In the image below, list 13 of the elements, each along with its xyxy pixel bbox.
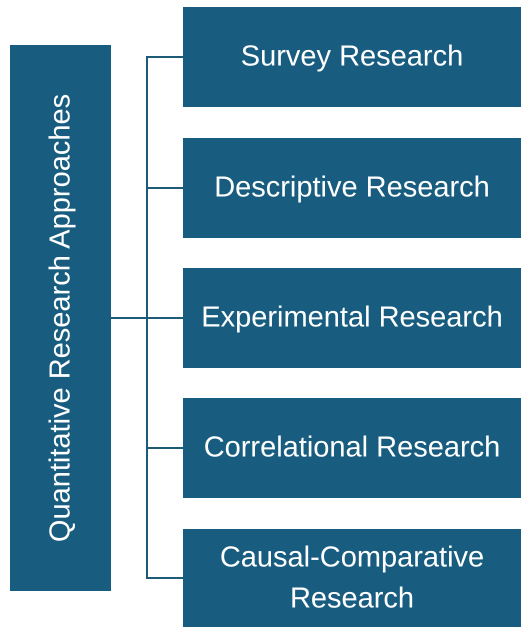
connector-line — [111, 317, 183, 579]
box-label: Experimental Research — [200, 300, 504, 336]
box-label: Quantitative Research Approaches — [43, 92, 78, 544]
process-box — [183, 138, 521, 238]
process-box — [183, 398, 521, 498]
box-label: Correlational Research — [202, 430, 502, 466]
box-label: Causal-Comparative Research — [218, 540, 486, 616]
process-box — [183, 268, 521, 368]
box-label: Descriptive Research — [213, 170, 491, 206]
process-box — [10, 45, 111, 591]
box-label: Survey Research — [240, 40, 464, 75]
process-box — [183, 7, 521, 107]
process-box — [183, 529, 521, 627]
